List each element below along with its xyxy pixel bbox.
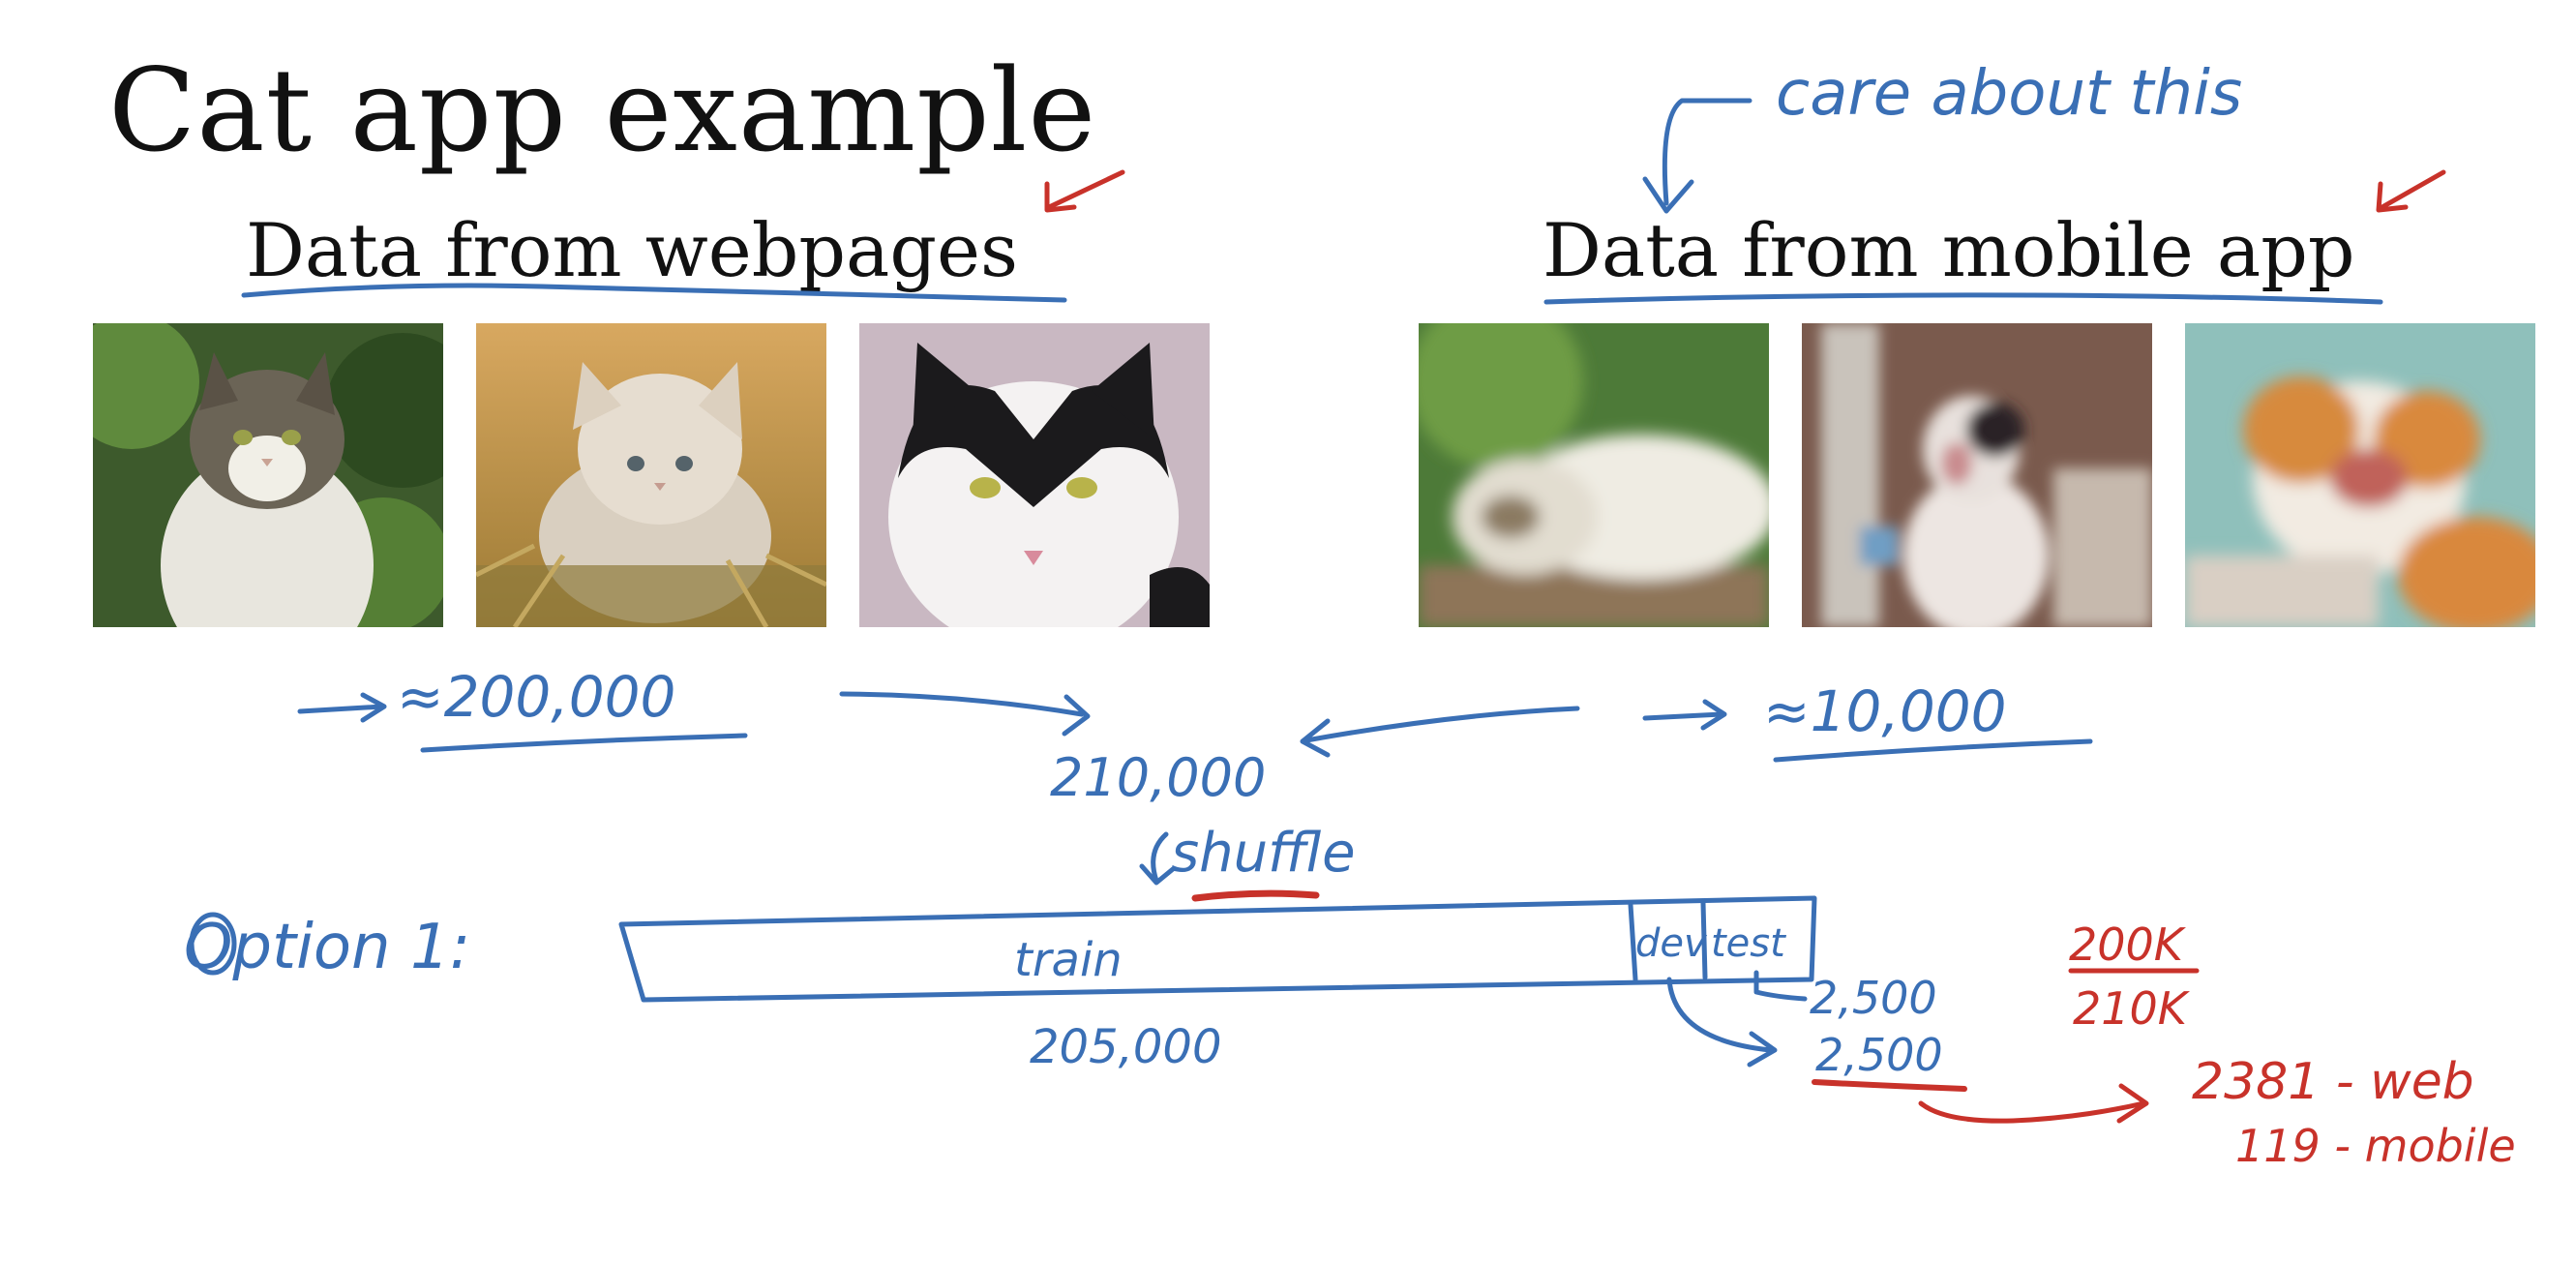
test-label: test xyxy=(1711,921,1786,966)
mobile-count: ≈10,000 xyxy=(1763,678,2007,744)
total-count: 210,000 xyxy=(1050,747,1266,808)
dev-label: dev xyxy=(1635,921,1708,966)
arrow-test-breakdown xyxy=(1918,1100,2146,1124)
split-divider-dev xyxy=(1628,902,1638,982)
shuffle-underline xyxy=(1191,889,1320,902)
slide-title: Cat app example xyxy=(108,44,1097,177)
arrow-mobile-to-total xyxy=(1303,706,1580,743)
ratio-denominator: 210K xyxy=(2073,982,2191,1035)
care-note: care about this xyxy=(1776,58,2242,130)
ratio-numerator: 200K xyxy=(2069,918,2187,971)
arrow-mobile-count xyxy=(1642,711,1725,721)
train-count: 205,000 xyxy=(1030,1020,1222,1074)
cat-photo-blurry-orange-cat xyxy=(2185,323,2535,627)
underline-web-count xyxy=(420,733,748,753)
cat-photo-blurry-yawning-cat xyxy=(1802,323,2152,627)
arrow-dev-count xyxy=(1666,977,1774,1053)
underline-webpages xyxy=(241,283,1067,303)
option-o xyxy=(189,912,237,976)
underline-mobile-count xyxy=(1773,738,2093,763)
mobile-in-test: 119 - mobile xyxy=(2235,1120,2516,1172)
cat-photo-tabby-in-grass xyxy=(93,323,443,627)
heading-mobile-app: Data from mobile app xyxy=(1543,207,2355,293)
option-label: Option 1: xyxy=(184,912,470,983)
shuffle-arrow xyxy=(1151,831,1169,884)
red-mark-mobile xyxy=(2378,169,2446,211)
cat-photo-kitten-in-hay xyxy=(476,323,826,627)
arrow-test-count xyxy=(1753,970,1808,1002)
dev-count: 2,500 xyxy=(1810,972,1937,1024)
care-arrow xyxy=(1662,98,1752,206)
web-in-test: 2381 - web xyxy=(2192,1053,2474,1111)
cat-photo-black-white-cat xyxy=(859,323,1210,627)
web-count: ≈200,000 xyxy=(397,664,675,730)
shuffle-label: shuffle xyxy=(1171,822,1356,885)
split-divider-test xyxy=(1700,900,1708,980)
heading-webpages: Data from webpages xyxy=(246,207,1018,293)
arrow-web-count xyxy=(297,704,385,714)
underline-mobile-app xyxy=(1543,292,2383,305)
test-count-underline xyxy=(1812,1079,1967,1092)
train-label: train xyxy=(1014,933,1123,987)
test-count: 2,500 xyxy=(1815,1029,1943,1081)
red-mark-webpages xyxy=(1044,169,1125,211)
split-bar xyxy=(618,895,1817,1003)
arrow-web-to-total xyxy=(839,691,1085,717)
cat-photo-blurry-white-cat xyxy=(1419,323,1769,627)
